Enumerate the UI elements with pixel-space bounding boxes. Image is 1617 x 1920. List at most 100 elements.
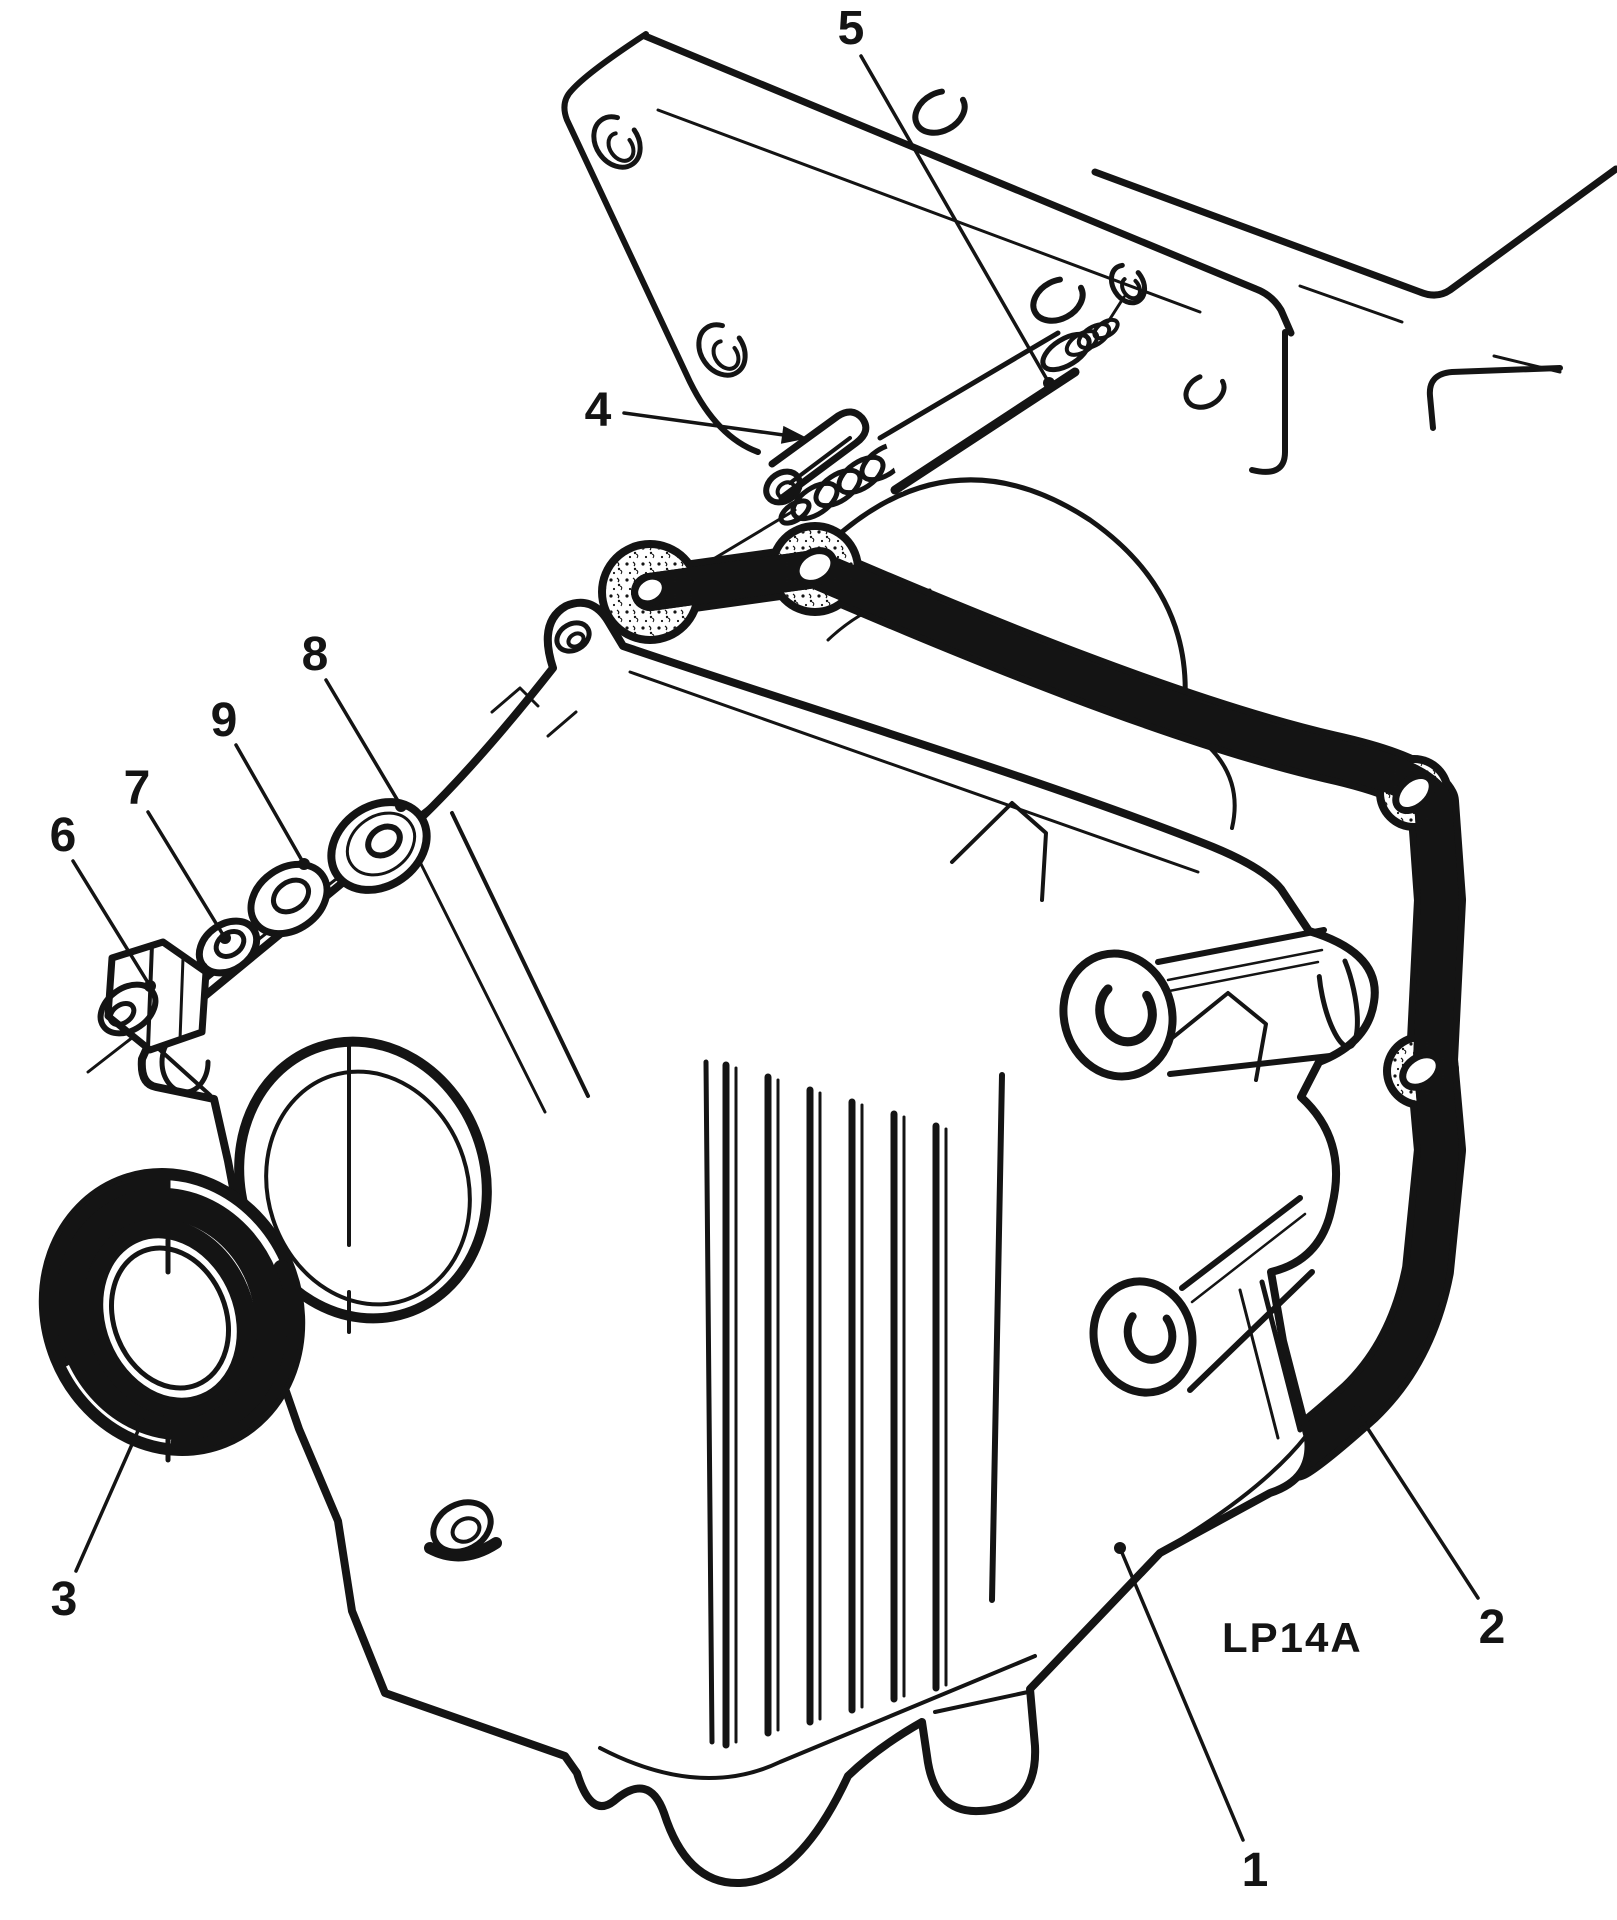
callout-number-4: 4 xyxy=(585,384,612,437)
corner-inner-line xyxy=(1158,1434,1308,1554)
callout-4: 4 xyxy=(585,384,808,444)
boss-bore xyxy=(1123,1304,1177,1364)
leader-dot xyxy=(395,800,407,812)
figure-code: LP14A xyxy=(1222,1614,1363,1661)
callout-2: 2 xyxy=(1351,1406,1505,1654)
boss-cylinder-edge xyxy=(1155,927,1327,965)
opening-arc xyxy=(787,477,1188,703)
gasket xyxy=(598,522,1466,1481)
cover-top-inner-line xyxy=(628,670,1200,874)
spring-coil xyxy=(813,467,863,509)
leader-dot xyxy=(298,858,310,870)
flange-tab xyxy=(1426,365,1563,431)
fastener-stack xyxy=(97,798,431,1054)
callout-number-2: 2 xyxy=(1479,1601,1506,1654)
callout-9: 9 xyxy=(211,694,310,870)
spring-coil xyxy=(836,454,886,496)
bracket-edge xyxy=(561,31,761,455)
callout-number-5: 5 xyxy=(838,2,865,55)
leader-line xyxy=(622,411,800,439)
cover-ear-hole xyxy=(554,620,592,654)
mounting-bracket xyxy=(561,31,761,455)
leader-line xyxy=(1355,1410,1480,1600)
lower-boss xyxy=(1089,1195,1315,1397)
clip-eye-inner xyxy=(775,480,797,500)
rib-panel-edge xyxy=(989,1072,1005,1603)
leader-line xyxy=(146,810,227,940)
right-edge-line xyxy=(1238,1288,1280,1440)
flange-slot xyxy=(912,88,968,136)
flange-slot xyxy=(1030,276,1086,324)
stud-tip xyxy=(1092,317,1120,341)
boss-face xyxy=(1089,1277,1197,1397)
foot-inner-line xyxy=(933,1690,1030,1714)
spring-washer-7 xyxy=(194,917,261,985)
flange-edge-thick xyxy=(641,32,1295,337)
spring-coil xyxy=(790,480,840,522)
flange-hook xyxy=(1249,329,1288,475)
stud-thread xyxy=(1076,322,1112,350)
callout-number-1: 1 xyxy=(1242,1844,1269,1897)
upper-boss xyxy=(1059,927,1360,1081)
flat-washer-9 xyxy=(247,860,331,938)
clip-channel xyxy=(768,408,870,502)
callout-number-6: 6 xyxy=(50,809,77,862)
nut-6 xyxy=(97,938,210,1054)
callout-8: 8 xyxy=(302,628,407,812)
cover-flange-edge xyxy=(450,811,590,1098)
stud-and-spring xyxy=(778,262,1148,526)
boss-highlight xyxy=(1190,1212,1307,1304)
flange-stud-hole-washer xyxy=(1108,262,1148,306)
gasket-bolt-hole xyxy=(1392,772,1436,814)
seal-washer-8 xyxy=(327,798,431,894)
rib-panel xyxy=(703,1059,1005,1749)
callout-number-8: 8 xyxy=(302,628,329,681)
seal-shading xyxy=(43,1173,301,1451)
leader-line xyxy=(859,54,1051,385)
cover-flange-edge xyxy=(410,844,547,1114)
leader-line xyxy=(234,743,306,866)
leader-dot xyxy=(1114,1542,1126,1554)
bottom-left-bolt-hole xyxy=(424,1499,502,1562)
boss-bore xyxy=(1095,977,1157,1047)
right-edge-line xyxy=(1259,1279,1303,1433)
leader-dot xyxy=(219,932,231,944)
nut-flange-face xyxy=(97,981,159,1037)
cover-top-tab xyxy=(950,801,1048,902)
callout-7: 7 xyxy=(124,762,231,944)
nut-facet xyxy=(146,942,154,1050)
leader-line xyxy=(1118,1546,1245,1842)
leader-line xyxy=(74,1422,143,1573)
gasket-bolt-hole xyxy=(1399,1051,1443,1091)
leader-arrowhead xyxy=(780,425,808,444)
callout-1: 1 xyxy=(1114,1542,1268,1897)
nut-facet xyxy=(178,956,185,1042)
stud-end-face xyxy=(1040,331,1092,373)
boss-highlight xyxy=(1166,948,1324,982)
bracket-hole xyxy=(696,322,748,378)
callout-5: 5 xyxy=(838,2,1055,389)
leader-line xyxy=(71,859,152,988)
boss-face xyxy=(1059,949,1177,1081)
stud-body-fill xyxy=(884,336,1080,492)
flange-edge-thin xyxy=(656,108,1202,314)
stud-bottom-edge xyxy=(890,367,1080,495)
callout-number-9: 9 xyxy=(211,694,238,747)
boss-cylinder-edge xyxy=(1179,1195,1303,1291)
casting-step-arc xyxy=(159,1029,211,1095)
cover-outline xyxy=(137,598,1379,1888)
stud-thread xyxy=(1064,329,1100,357)
callout-number-7: 7 xyxy=(124,762,151,815)
flange-slot xyxy=(1183,372,1227,410)
clip-eye xyxy=(763,468,803,506)
cover-housing xyxy=(137,598,1379,1888)
boss-highlight xyxy=(1162,960,1320,994)
clip xyxy=(763,408,870,506)
leader-dot xyxy=(1043,377,1055,389)
boss-cylinder-edge xyxy=(1167,1053,1333,1077)
boss-cylinder-edge xyxy=(1187,1269,1315,1393)
cover-top-tab xyxy=(1153,991,1268,1082)
